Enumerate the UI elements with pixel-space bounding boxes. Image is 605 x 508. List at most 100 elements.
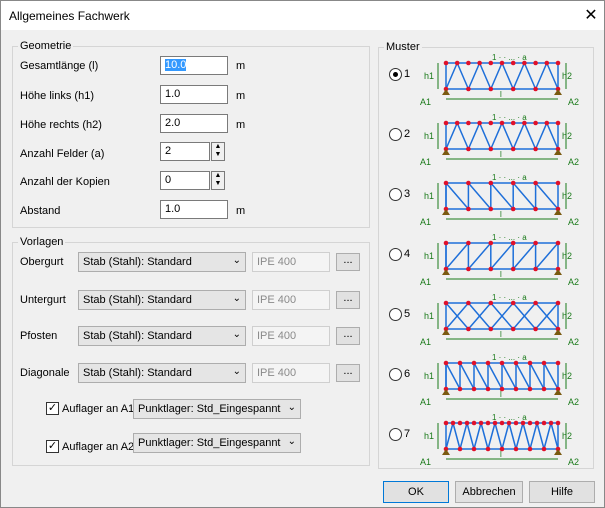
svg-text:l: l xyxy=(500,90,502,99)
svg-text:h1: h1 xyxy=(424,371,434,381)
svg-text:l: l xyxy=(500,330,502,339)
close-icon[interactable]: ✕ xyxy=(584,7,598,24)
muster-option-radio[interactable] xyxy=(389,368,402,381)
muster-option-radio[interactable] xyxy=(389,308,402,321)
auflager-a2-value: Punktlager: Std_Eingespannt xyxy=(138,437,281,449)
svg-text:A2: A2 xyxy=(568,97,579,107)
vorlage-row-label: Obergurt xyxy=(20,256,64,268)
truss-pattern-diagram[interactable]: 1 · · ... · a h1 h2 A1 A2 l xyxy=(418,53,583,107)
browse-button[interactable]: ... xyxy=(336,364,360,382)
browse-button[interactable]: ... xyxy=(336,327,360,345)
chevron-down-icon: ⌄ xyxy=(232,329,241,340)
svg-text:1 · · ... · a: 1 · · ... · a xyxy=(492,413,527,422)
help-button[interactable]: Hilfe xyxy=(529,481,595,503)
vorlage-row-select[interactable]: Stab (Stahl): Standard⌄ xyxy=(78,363,246,383)
muster-option-radio[interactable] xyxy=(389,128,402,141)
svg-text:A1: A1 xyxy=(420,337,431,347)
hoehe-rechts-label: Höhe rechts (h2) xyxy=(20,119,102,131)
svg-text:A1: A1 xyxy=(420,217,431,227)
svg-text:1 · · ... · a: 1 · · ... · a xyxy=(492,233,527,242)
truss-pattern-diagram[interactable]: 1 · · ... · a h1 h2 A1 A2 l xyxy=(418,293,583,347)
abstand-label: Abstand xyxy=(20,205,61,217)
vorlage-row-value: Stab (Stahl): Standard xyxy=(83,330,192,342)
abstand-field[interactable]: 1.0 xyxy=(160,200,228,219)
svg-text:l: l xyxy=(500,150,502,159)
hoehe-links-field[interactable]: 1.0 xyxy=(160,85,228,104)
truss-pattern-diagram[interactable]: 1 · · ... · a h1 h2 A1 A2 l xyxy=(418,233,583,287)
gesamtlaenge-value: 10.0 xyxy=(165,59,187,71)
vorlagen-legend: Vorlagen xyxy=(18,236,66,248)
svg-text:1 · · ... · a: 1 · · ... · a xyxy=(492,53,527,62)
vorlage-row-select[interactable]: Stab (Stahl): Standard ⌄ xyxy=(78,290,246,310)
svg-text:h2: h2 xyxy=(562,431,572,441)
chevron-down-icon: ⌄ xyxy=(287,402,296,413)
geometrie-legend: Geometrie xyxy=(18,40,74,52)
vorlage-row-select[interactable]: Stab (Stahl): Standard⌄ xyxy=(78,252,246,272)
hoehe-rechts-unit: m xyxy=(236,119,246,131)
svg-text:1 · · ... · a: 1 · · ... · a xyxy=(492,113,527,122)
truss-pattern-diagram[interactable]: 1 · · ... · a h1 h2 A1 A2 l xyxy=(418,413,583,467)
muster-option-label: 1 xyxy=(404,68,411,80)
anzahl-kopien-label: Anzahl der Kopien xyxy=(20,176,110,188)
chevron-down-icon: ⌄ xyxy=(287,436,296,447)
anzahl-felder-field[interactable]: 2 xyxy=(160,142,210,161)
title-bar: Allgemeines Fachwerk ✕ xyxy=(1,1,604,30)
truss-pattern-diagram[interactable]: 1 · · ... · a h1 h2 A1 A2 l xyxy=(418,173,583,227)
muster-option-label: 3 xyxy=(404,188,411,200)
spin-down-icon[interactable]: ▼ xyxy=(214,151,222,158)
svg-text:A2: A2 xyxy=(568,457,579,467)
gesamtlaenge-label: Gesamtlänge (l) xyxy=(20,60,99,72)
svg-text:A1: A1 xyxy=(420,277,431,287)
section-field: IPE 400 xyxy=(252,252,330,272)
anzahl-kopien-spinner[interactable]: ▲▼ xyxy=(211,171,225,190)
gesamtlaenge-unit: m xyxy=(236,60,246,72)
auflager-a2-select[interactable]: Punktlager: Std_Eingespannt ⌄ xyxy=(133,433,301,453)
chevron-down-icon: ⌄ xyxy=(232,293,241,304)
svg-text:l: l xyxy=(500,450,502,459)
svg-text:h2: h2 xyxy=(562,371,572,381)
spin-up-icon[interactable]: ▲ xyxy=(214,143,222,150)
section-field: IPE 400 xyxy=(252,363,330,383)
anzahl-kopien-field[interactable]: 0 xyxy=(160,171,210,190)
muster-option-radio[interactable] xyxy=(389,248,402,261)
svg-text:A1: A1 xyxy=(420,457,431,467)
muster-option-label: 4 xyxy=(404,248,411,260)
svg-text:A1: A1 xyxy=(420,397,431,407)
svg-text:A1: A1 xyxy=(420,157,431,167)
spin-up-icon[interactable]: ▲ xyxy=(214,172,222,179)
gesamtlaenge-field[interactable]: 10.0 xyxy=(160,56,228,75)
hoehe-rechts-field[interactable]: 2.0 xyxy=(160,114,228,133)
svg-text:h1: h1 xyxy=(424,431,434,441)
cancel-button[interactable]: Abbrechen xyxy=(455,481,523,503)
spin-down-icon[interactable]: ▼ xyxy=(214,180,222,187)
auflager-a1-checkbox[interactable]: ✓ xyxy=(46,402,59,415)
svg-text:h1: h1 xyxy=(424,311,434,321)
svg-text:A2: A2 xyxy=(568,277,579,287)
muster-option-label: 2 xyxy=(404,128,411,140)
ok-button[interactable]: OK xyxy=(383,481,449,503)
section-field: IPE 400 xyxy=(252,290,330,310)
muster-option-radio[interactable] xyxy=(389,428,402,441)
hoehe-links-unit: m xyxy=(236,90,246,102)
muster-group xyxy=(378,47,594,469)
truss-pattern-diagram[interactable]: 1 · · ... · a h1 h2 A1 A2 l xyxy=(418,353,583,407)
muster-option-label: 7 xyxy=(404,428,411,440)
geometrie-group xyxy=(12,46,370,228)
muster-legend: Muster xyxy=(384,41,422,53)
svg-text:A2: A2 xyxy=(568,337,579,347)
muster-option-radio[interactable] xyxy=(389,188,402,201)
svg-text:h2: h2 xyxy=(562,131,572,141)
browse-button[interactable]: ... xyxy=(336,291,360,309)
auflager-a1-select[interactable]: Punktlager: Std_Eingespannt⌄ xyxy=(133,399,301,419)
muster-option-radio[interactable] xyxy=(389,68,402,81)
svg-text:h1: h1 xyxy=(424,71,434,81)
anzahl-felder-spinner[interactable]: ▲▼ xyxy=(211,142,225,161)
svg-text:l: l xyxy=(500,210,502,219)
auflager-a2-checkbox[interactable]: ✓ xyxy=(46,440,59,453)
truss-pattern-diagram[interactable]: 1 · · ... · a h1 h2 A1 A2 l xyxy=(418,113,583,167)
svg-text:l: l xyxy=(500,270,502,279)
vorlage-row-select[interactable]: Stab (Stahl): Standard ⌄ xyxy=(78,326,246,346)
vorlage-row-value: Stab (Stahl): Standard xyxy=(83,294,192,306)
svg-text:1 · · ... · a: 1 · · ... · a xyxy=(492,353,527,362)
browse-button[interactable]: ... xyxy=(336,253,360,271)
